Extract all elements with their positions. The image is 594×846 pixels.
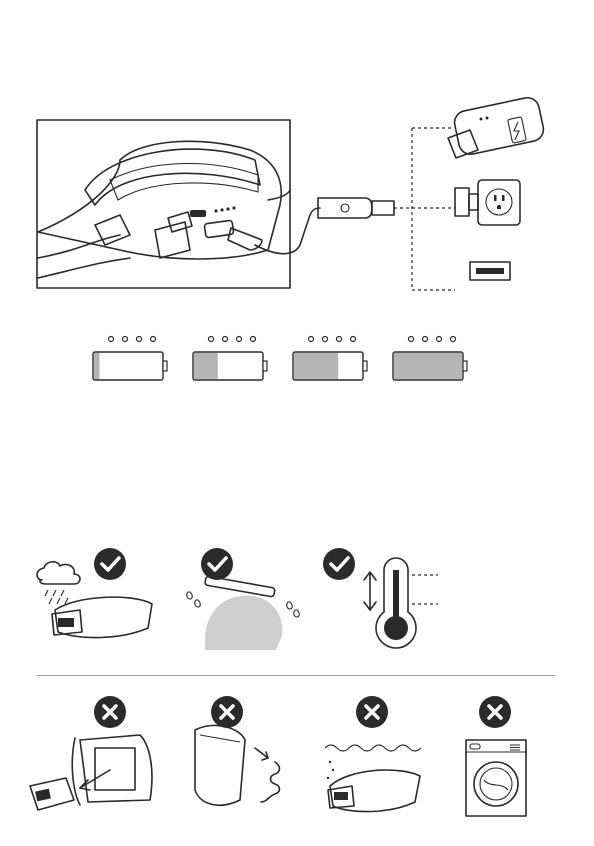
led-dot bbox=[437, 337, 442, 342]
battery-level-indicator bbox=[93, 337, 167, 381]
led-dot bbox=[209, 337, 214, 342]
led-dot bbox=[409, 337, 414, 342]
led-dot bbox=[309, 337, 314, 342]
battery-fill bbox=[194, 353, 218, 379]
check-icon bbox=[323, 548, 355, 580]
led-dot bbox=[337, 337, 342, 342]
check-icon bbox=[201, 548, 233, 580]
led-dot bbox=[223, 337, 228, 342]
closeup-frame bbox=[37, 120, 290, 288]
battery-fill bbox=[394, 353, 462, 379]
battery-level-indicator bbox=[293, 337, 367, 381]
washing-machine-icon bbox=[466, 696, 526, 816]
led-dot bbox=[237, 337, 242, 342]
led-dot bbox=[323, 337, 328, 342]
power-bank-icon bbox=[448, 96, 546, 158]
led-dot bbox=[351, 337, 356, 342]
led-dot bbox=[123, 337, 128, 342]
charging-illustration bbox=[0, 0, 594, 300]
battery-level-indicator bbox=[193, 337, 267, 381]
usb-a-plug-icon bbox=[318, 198, 394, 218]
temperature-range-icon bbox=[323, 548, 438, 648]
sweat-use-icon bbox=[187, 548, 300, 650]
section-divider bbox=[37, 675, 555, 676]
usb-port-icon bbox=[470, 262, 510, 280]
led-dot bbox=[109, 337, 114, 342]
headlamp-closeup-icon bbox=[38, 141, 290, 278]
battery-door-removal-icon bbox=[30, 696, 152, 810]
rain-use-icon bbox=[37, 548, 152, 638]
battery-body bbox=[93, 352, 163, 380]
led-dot bbox=[137, 337, 142, 342]
led-dot bbox=[151, 337, 156, 342]
battery-terminal bbox=[463, 361, 467, 371]
led-dot bbox=[423, 337, 428, 342]
allowed-conditions bbox=[0, 540, 594, 660]
battery-fill bbox=[294, 353, 338, 379]
not-allowed-conditions bbox=[0, 690, 594, 830]
led-dot bbox=[451, 337, 456, 342]
check-icon bbox=[94, 548, 126, 580]
battery-levels bbox=[0, 330, 594, 390]
battery-terminal bbox=[363, 361, 367, 371]
battery-terminal bbox=[163, 361, 167, 371]
battery-terminal bbox=[263, 361, 267, 371]
battery-fill bbox=[94, 353, 99, 379]
submerge-in-water-icon bbox=[325, 696, 421, 812]
cable-pulling-icon bbox=[195, 696, 280, 805]
usb-cable bbox=[255, 208, 320, 254]
led-dot bbox=[251, 337, 256, 342]
wall-outlet-icon bbox=[455, 180, 520, 225]
battery-level-indicator bbox=[393, 337, 467, 381]
